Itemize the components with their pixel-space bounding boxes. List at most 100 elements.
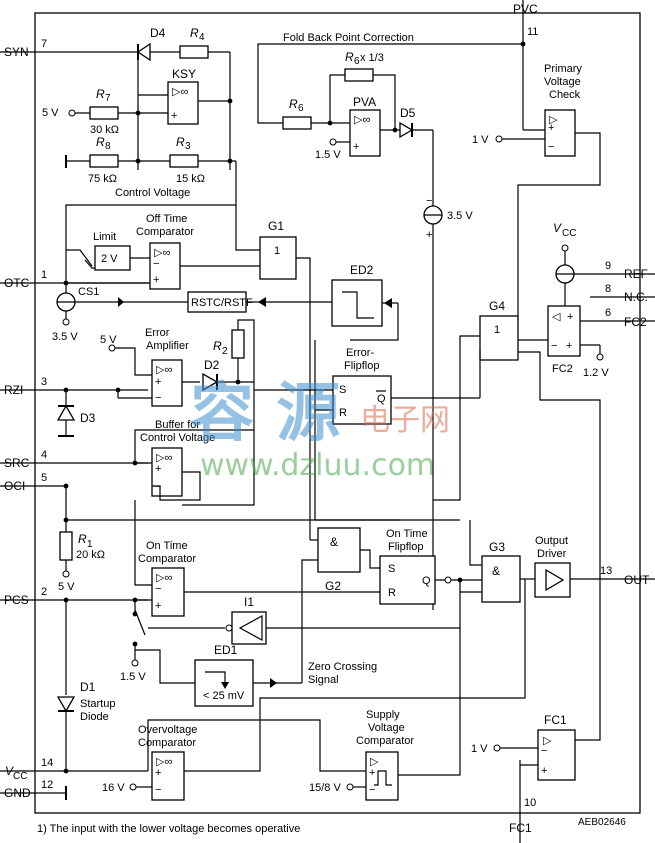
ic-boundary (34, 12, 641, 814)
resistor-r7: R 7 30 kΩ (89, 87, 119, 136)
svg-text:GND: GND (4, 786, 31, 800)
svg-text:SRC: SRC (4, 456, 30, 470)
output-driver: Output Driver (534, 535, 571, 598)
svg-text:◁: ◁ (552, 311, 561, 323)
svg-text:▷∞: ▷∞ (154, 247, 170, 259)
fold-back-label: Fold Back Point Correction (283, 32, 414, 44)
svg-text:容 源: 容 源 (190, 377, 340, 451)
svg-text:3.5 V: 3.5 V (447, 210, 473, 222)
svg-text:Overvoltage: Overvoltage (138, 724, 197, 736)
svg-text:▷∞: ▷∞ (354, 114, 370, 126)
pin-otc: OTC 1 (0, 269, 148, 290)
v1-primary: 1 V (472, 134, 545, 146)
svg-text:FC2: FC2 (552, 363, 573, 375)
pin-fc2: FC2 6 (580, 307, 655, 329)
svg-text:6: 6 (605, 307, 611, 319)
svg-text:&: & (492, 564, 500, 578)
svg-text:30 kΩ: 30 kΩ (90, 124, 119, 136)
svg-text:RSTC/RSTF: RSTC/RSTF (191, 297, 253, 309)
svg-text:+: + (541, 765, 547, 777)
svg-text:▷∞: ▷∞ (156, 452, 172, 464)
v5-label-c: 5 V (58, 581, 75, 593)
svg-text:3.5 V: 3.5 V (52, 331, 78, 343)
svg-text:14: 14 (41, 757, 53, 769)
svg-text:−: − (153, 258, 159, 270)
svg-text:−: − (155, 392, 161, 404)
svg-text:Off Time: Off Time (146, 213, 187, 225)
drawing-code: AEB02646 (578, 817, 626, 828)
svg-text:PCS: PCS (4, 593, 29, 607)
v5-source-a: 5 V (42, 107, 76, 119)
v15-pva: 1.5 V (315, 138, 350, 161)
v15-ed1: 1.5 V (120, 671, 146, 683)
svg-text:+: + (426, 229, 432, 241)
pin-oci: OCI 5 (0, 472, 69, 493)
svg-text:CS1: CS1 (78, 286, 99, 298)
svg-text:R: R (96, 87, 105, 101)
svg-text:R: R (176, 135, 185, 149)
resistor-r8: R 8 75 kΩ (88, 135, 119, 185)
svg-text:FC1: FC1 (509, 821, 532, 835)
v12-fc2: 1.2 V (580, 344, 609, 379)
zero-crossing-label: Zero Crossing (308, 661, 377, 673)
gate-g1: 1 G1 (259, 219, 297, 280)
pin-gnd: GND 12 (0, 779, 67, 800)
svg-text:Q: Q (422, 575, 431, 587)
svg-text:R: R (289, 97, 298, 111)
opamp-pva: ▷∞ + PVA (349, 95, 381, 157)
svg-text:D3: D3 (80, 411, 96, 425)
svg-text:−: − (548, 141, 554, 153)
svg-text:Output: Output (535, 535, 568, 547)
diode-d2: D2 (202, 358, 220, 392)
v1-fc1: 1 V (471, 743, 538, 755)
svg-text:−: − (155, 481, 161, 493)
svg-text:−: − (155, 784, 161, 796)
svg-text:−: − (155, 583, 161, 595)
svg-text:+: + (548, 122, 554, 134)
svg-text:+: + (567, 311, 573, 323)
svg-text:&: & (330, 535, 338, 549)
svg-text:D1: D1 (80, 680, 96, 694)
svg-text:13: 13 (600, 565, 612, 577)
svg-text:V: V (5, 764, 14, 778)
svg-text:FC1: FC1 (544, 713, 567, 727)
svg-text:KSY: KSY (172, 67, 196, 81)
svg-text:电子网: 电子网 (360, 403, 450, 438)
resistor-r6: R 6 (282, 97, 312, 130)
pin-fc1: FC1 10 (509, 760, 536, 843)
svg-text:D2: D2 (204, 358, 220, 372)
svg-text:−: − (551, 340, 557, 352)
svg-text:1: 1 (494, 324, 500, 336)
pin-vcc: V CC 14 (0, 757, 148, 782)
svg-text:D5: D5 (400, 106, 416, 120)
svg-text:11: 11 (527, 26, 538, 38)
pin-src: SRC 4 (0, 449, 148, 470)
svg-text:CC: CC (562, 228, 576, 239)
svg-text:+: + (155, 767, 161, 779)
svg-text:Limit: Limit (93, 231, 116, 243)
pin-rzi: RZI 3 (0, 376, 148, 397)
pin-syn: SYN 7 (0, 38, 135, 59)
svg-text:Error: Error (145, 327, 170, 339)
current-source-3v5: 3.5 V + − (423, 195, 473, 241)
comparator-offtime: ▷∞ − + Off Time Comparator (136, 213, 194, 290)
svg-text:Control Voltage: Control Voltage (140, 432, 215, 444)
pin-pcs: PCS 2 (0, 586, 148, 607)
svg-text:▷∞: ▷∞ (156, 572, 172, 584)
comparator-primary: ▷ − + Primary Voltage Check (544, 63, 582, 157)
svg-text:ED1: ED1 (214, 643, 238, 657)
svg-text:▷∞: ▷∞ (156, 756, 172, 768)
svg-text:Comparator: Comparator (136, 226, 194, 238)
svg-text:15/8 V: 15/8 V (309, 782, 341, 794)
v5-source-b: 5 V (100, 334, 117, 352)
svg-text:+: + (566, 340, 572, 352)
svg-text:Check: Check (549, 89, 581, 101)
svg-text:Flipflop: Flipflop (344, 360, 379, 372)
svg-text:I1: I1 (244, 595, 254, 609)
svg-text:R: R (78, 532, 87, 546)
svg-text:Voltage: Voltage (368, 722, 405, 734)
comparator-fc2: ◁ + + − FC2 (547, 305, 581, 375)
svg-text:3: 3 (41, 376, 47, 388)
svg-text:−: − (369, 784, 375, 796)
